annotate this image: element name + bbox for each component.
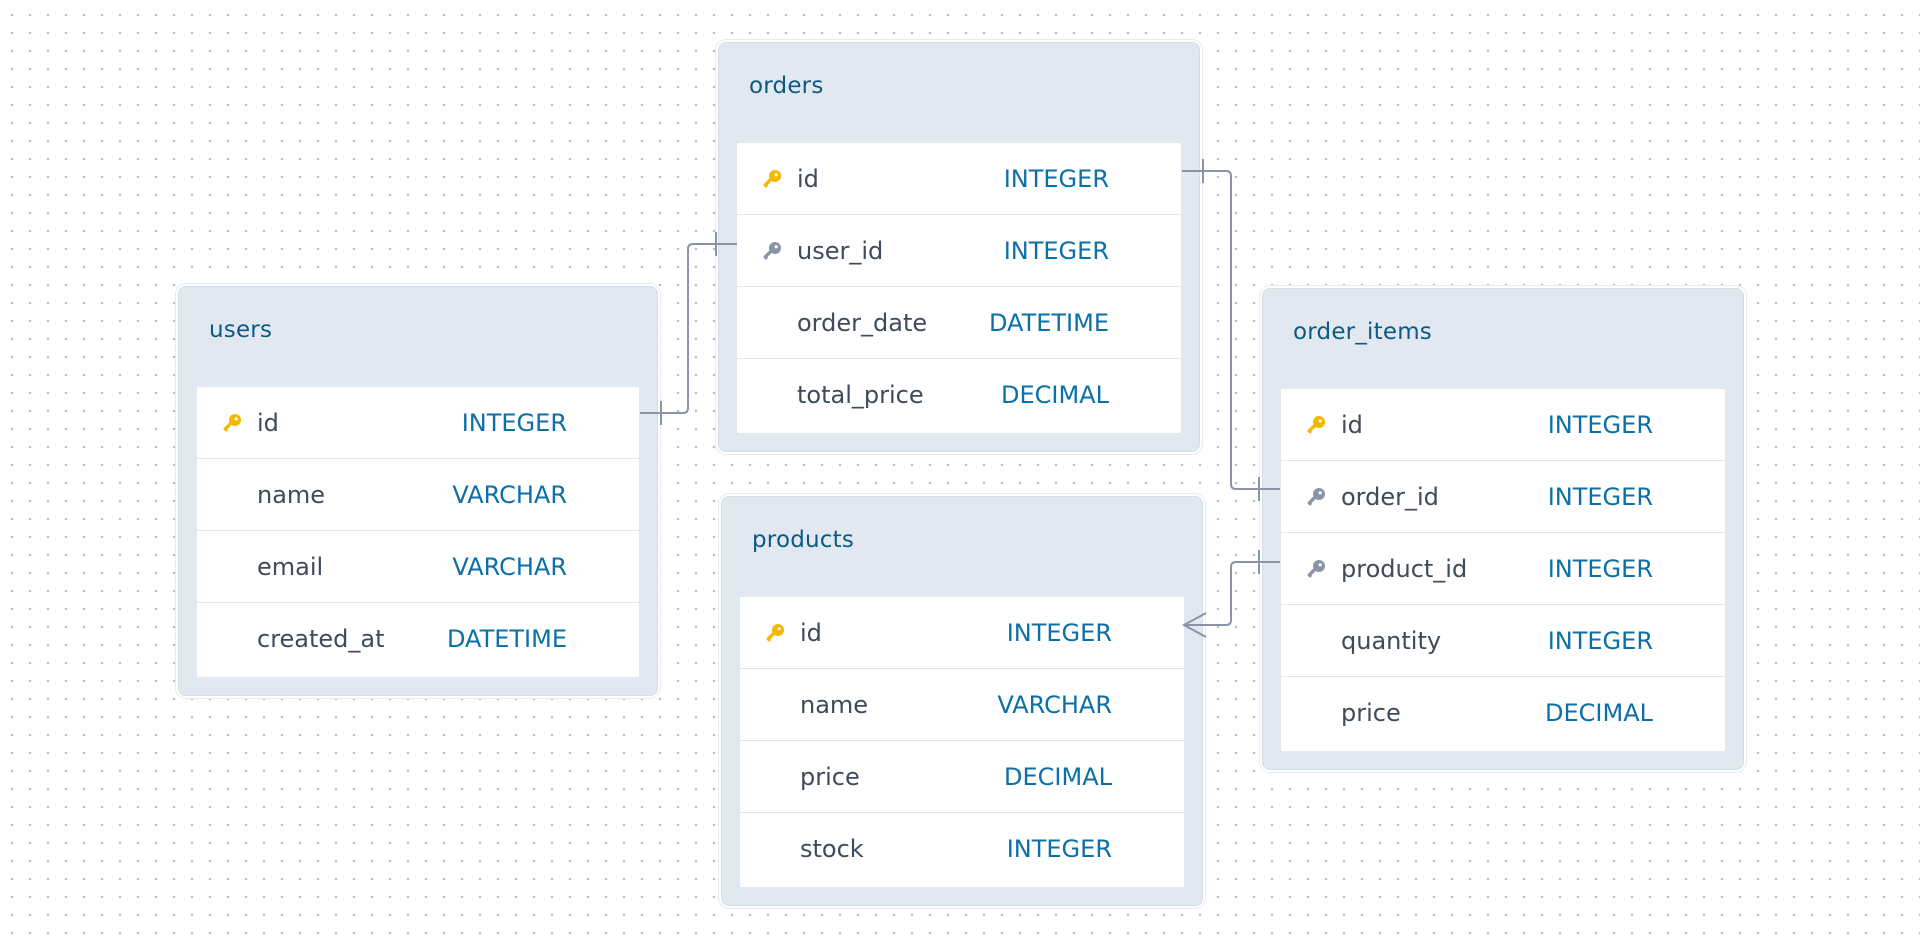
column-row-order-id[interactable]: order_id INTEGER — [1281, 461, 1725, 533]
column-type: DECIMAL — [1545, 699, 1653, 727]
column-type: VARCHAR — [452, 481, 567, 509]
column-name: name — [800, 691, 869, 719]
column-type: INTEGER — [1006, 835, 1112, 863]
column-row-id[interactable]: id INTEGER — [737, 143, 1181, 215]
column-list: id INTEGER user_id INTEGER order_date DA… — [737, 143, 1181, 433]
column-row-total-price[interactable]: total_price DECIMAL — [737, 359, 1181, 431]
column-type: DECIMAL — [1001, 381, 1109, 409]
column-name: id — [797, 165, 819, 193]
column-type: INTEGER — [1547, 627, 1653, 655]
column-type: INTEGER — [1006, 619, 1112, 647]
column-name: id — [1341, 411, 1363, 439]
primary-key-icon — [761, 168, 783, 190]
column-type: INTEGER — [1003, 165, 1109, 193]
column-row-price[interactable]: price DECIMAL — [740, 741, 1184, 813]
column-name: stock — [800, 835, 864, 863]
table-title: products — [752, 527, 855, 553]
column-type: DATETIME — [446, 625, 567, 653]
column-type: VARCHAR — [997, 691, 1112, 719]
column-row-id[interactable]: id INTEGER — [1281, 389, 1725, 461]
column-name: user_id — [797, 237, 884, 265]
column-type: INTEGER — [1003, 237, 1109, 265]
table-title: order_items — [1293, 319, 1432, 345]
column-row-price[interactable]: price DECIMAL — [1281, 677, 1725, 749]
column-name: total_price — [797, 381, 924, 409]
column-type: INTEGER — [1547, 555, 1653, 583]
column-type: VARCHAR — [452, 553, 567, 581]
column-row-email[interactable]: email VARCHAR — [197, 531, 639, 603]
column-name: name — [257, 481, 326, 509]
column-name: created_at — [257, 625, 385, 653]
column-row-created-at[interactable]: created_at DATETIME — [197, 603, 639, 675]
column-name: price — [800, 763, 860, 791]
column-row-order-date[interactable]: order_date DATETIME — [737, 287, 1181, 359]
column-row-name[interactable]: name VARCHAR — [740, 669, 1184, 741]
column-name: price — [1341, 699, 1401, 727]
column-name: email — [257, 553, 324, 581]
column-row-id[interactable]: id INTEGER — [197, 387, 639, 459]
column-type: DATETIME — [988, 309, 1109, 337]
foreign-key-icon — [1305, 486, 1327, 508]
primary-key-icon — [221, 412, 243, 434]
column-type: INTEGER — [1547, 483, 1653, 511]
primary-key-icon — [764, 622, 786, 644]
table-orders[interactable]: orders id INTEGER user_id INTEGER order_… — [718, 42, 1200, 452]
column-name: id — [800, 619, 822, 647]
table-products[interactable]: products id INTEGER name VARCHAR price D… — [721, 496, 1203, 906]
foreign-key-icon — [761, 240, 783, 262]
column-name: order_date — [797, 309, 928, 337]
column-row-product-id[interactable]: product_id INTEGER — [1281, 533, 1725, 605]
column-row-quantity[interactable]: quantity INTEGER — [1281, 605, 1725, 677]
column-list: id INTEGER name VARCHAR email VARCHAR cr… — [197, 387, 639, 677]
column-name: product_id — [1341, 555, 1468, 583]
column-name: order_id — [1341, 483, 1439, 511]
table-title: users — [209, 317, 273, 343]
table-title: orders — [749, 73, 824, 99]
column-type: INTEGER — [1547, 411, 1653, 439]
foreign-key-icon — [1305, 558, 1327, 580]
table-order-items[interactable]: order_items id INTEGER order_id INTEGER … — [1262, 288, 1744, 770]
table-users[interactable]: users id INTEGER name VARCHAR email VARC… — [178, 286, 658, 696]
column-row-stock[interactable]: stock INTEGER — [740, 813, 1184, 885]
column-name: id — [257, 409, 279, 437]
primary-key-icon — [1305, 414, 1327, 436]
column-list: id INTEGER name VARCHAR price DECIMAL st… — [740, 597, 1184, 887]
column-list: id INTEGER order_id INTEGER product_id I… — [1281, 389, 1725, 751]
column-name: quantity — [1341, 627, 1442, 655]
column-row-user-id[interactable]: user_id INTEGER — [737, 215, 1181, 287]
column-type: DECIMAL — [1004, 763, 1112, 791]
column-row-name[interactable]: name VARCHAR — [197, 459, 639, 531]
column-row-id[interactable]: id INTEGER — [740, 597, 1184, 669]
column-type: INTEGER — [461, 409, 567, 437]
